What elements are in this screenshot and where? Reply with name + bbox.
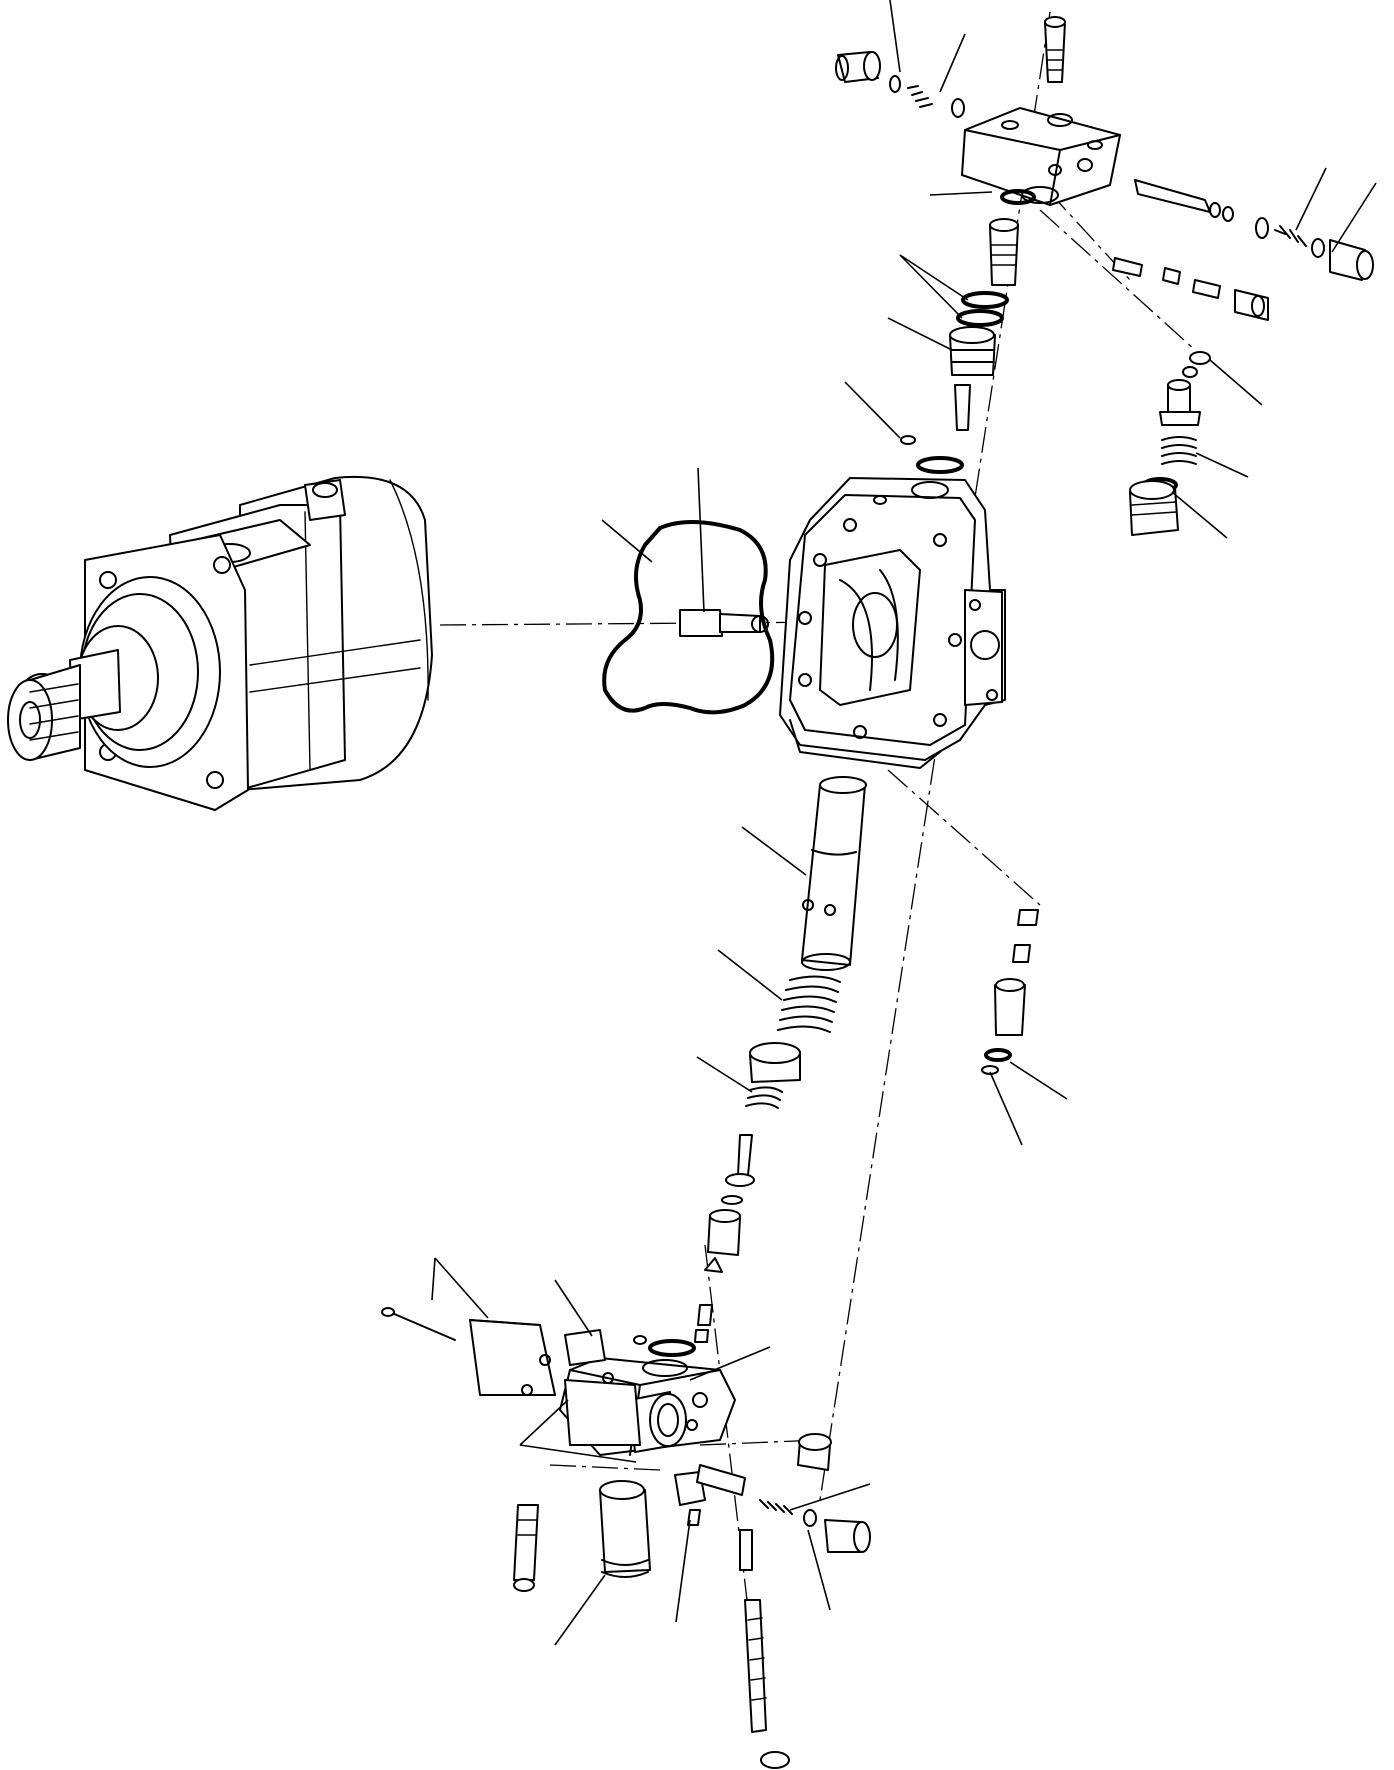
top-valve-block [961,107,1121,206]
gasket [602,520,775,715]
lower-right-small-parts [981,909,1039,1075]
leader-lines [431,0,1377,1646]
main-housing [779,477,1006,769]
bottom-screws [513,1504,790,1769]
upper-column-parts [900,189,1036,474]
top-left-plug-group [835,51,965,118]
top-right-spool-group [1112,179,1374,321]
center-shaft-column [633,776,867,1345]
cap-screw-top [1044,16,1066,83]
hydraulic-motor [7,476,433,811]
plug-screw [679,609,769,637]
bottom-right-plug-group [696,1433,871,1553]
right-relief-valve [1129,351,1211,536]
